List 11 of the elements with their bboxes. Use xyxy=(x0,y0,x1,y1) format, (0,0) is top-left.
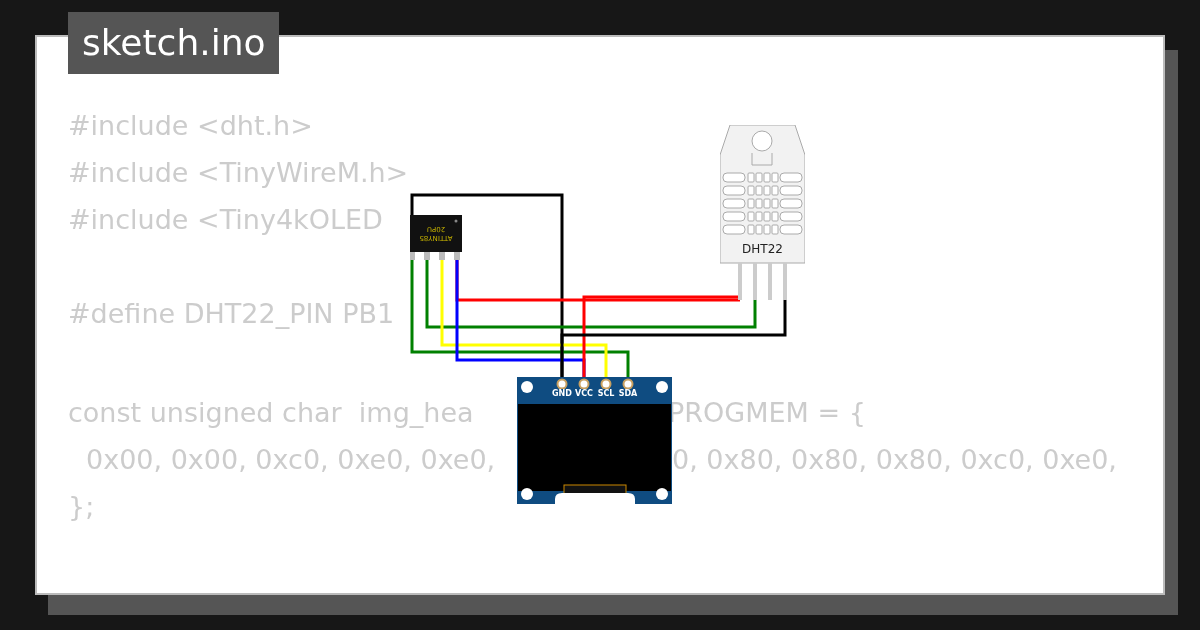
wire xyxy=(440,260,608,378)
wire xyxy=(410,260,630,378)
code-line: }; xyxy=(68,493,95,520)
file-tab: sketch.ino xyxy=(68,12,280,74)
wire xyxy=(425,260,757,329)
pin-label: VCC xyxy=(574,390,594,398)
sensor-label: DHT22 xyxy=(741,242,784,256)
pin-label: SCL xyxy=(596,390,616,398)
wire xyxy=(560,300,787,378)
pin-label: GND xyxy=(551,390,573,398)
pin-label: SDA xyxy=(617,390,639,398)
